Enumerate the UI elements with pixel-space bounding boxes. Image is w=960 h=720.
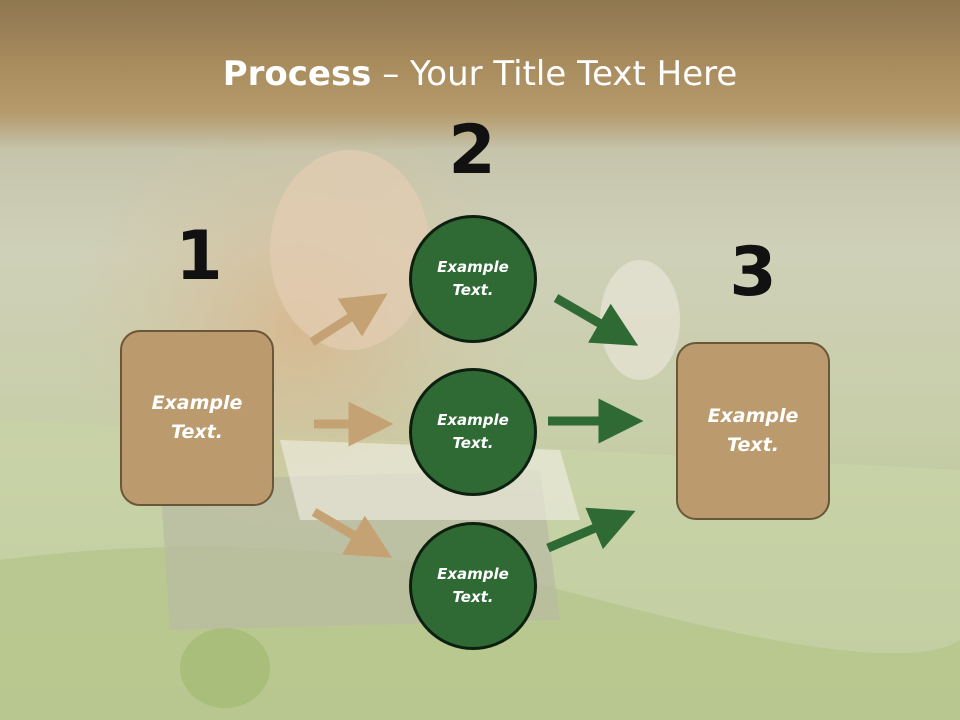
title-band xyxy=(0,0,960,150)
step-number-3: 3 xyxy=(729,233,777,312)
right-box-text: Example Text. xyxy=(707,405,799,456)
circle-bottom-text: Example Text. xyxy=(437,565,509,606)
step-number-1: 1 xyxy=(175,217,223,296)
circle-middle: Example Text. xyxy=(409,368,537,496)
arrow-bottom-to-right xyxy=(546,507,636,553)
arrow-left-to-bottom xyxy=(311,508,393,558)
right-process-box: Example Text. xyxy=(676,342,830,520)
title-bold: Process xyxy=(222,54,372,94)
slide-title: Process – Your Title Text Here xyxy=(0,52,960,96)
title-rest: – Your Title Text Here xyxy=(371,54,738,94)
circle-top-text: Example Text. xyxy=(437,258,509,299)
circle-top: Example Text. xyxy=(409,215,537,343)
arrow-top-to-right xyxy=(553,294,639,346)
circle-middle-text: Example Text. xyxy=(437,411,509,452)
arrow-left-to-top xyxy=(309,293,388,346)
step-number-2: 2 xyxy=(448,111,496,190)
left-process-box: Example Text. xyxy=(120,330,274,506)
left-box-text: Example Text. xyxy=(151,392,243,443)
circle-bottom: Example Text. xyxy=(409,522,537,650)
